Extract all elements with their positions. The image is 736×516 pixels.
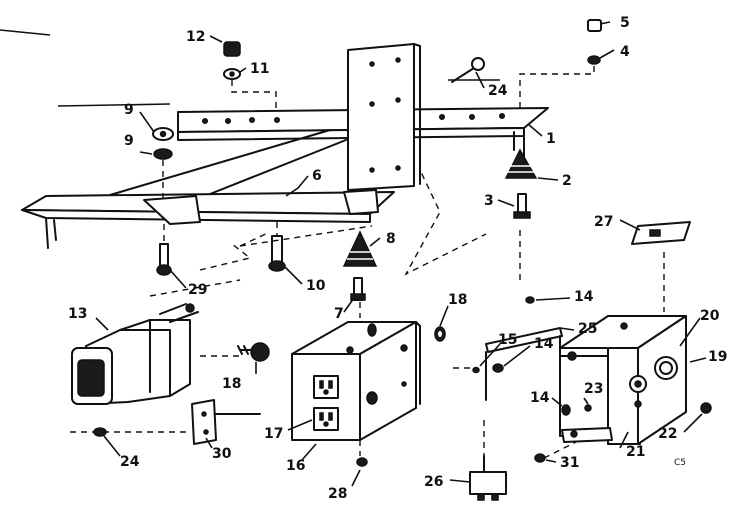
callout-25: 25: [578, 321, 597, 337]
callout-2: 2: [562, 173, 572, 189]
corner-mark: C5: [674, 458, 686, 468]
frame-rail-part-6: [21, 129, 395, 249]
callout-21: 21: [626, 444, 645, 460]
screw-part-7: [350, 277, 366, 301]
rubber-foot-part-8: [342, 230, 378, 267]
screw-part-31: [534, 453, 546, 463]
transformer-part-13: [71, 303, 199, 405]
callout-15: 15: [498, 332, 517, 348]
receptacle-part-17-upper: [313, 375, 339, 399]
callout-16: 16: [286, 458, 305, 474]
washer-part-9-upper: [152, 127, 174, 141]
grommet-part-18-right: [434, 326, 446, 342]
vertical-bracket-plate: [347, 43, 421, 191]
callout-27: 27: [594, 214, 613, 230]
callout-12: 12: [186, 29, 205, 45]
connector-part-18-left: [237, 342, 270, 362]
washer-part-4: [587, 55, 601, 65]
screw-part-22: [700, 402, 712, 414]
callout-19: 19: [708, 349, 727, 365]
nut-part-14-middle: [492, 363, 504, 373]
screw-part-29: [156, 243, 172, 276]
washer-part-9-lower: [153, 148, 173, 160]
mounting-strip: [485, 327, 563, 401]
nut-part-14-top: [525, 296, 535, 304]
label-plate-part-27: [631, 221, 691, 245]
screw-part-24-lower: [93, 427, 107, 437]
nut-part-5: [587, 19, 602, 32]
callout-24-lower: 24: [120, 454, 140, 470]
callout-13: 13: [68, 306, 87, 322]
channel-bottom-flange: [561, 427, 613, 443]
callout-14-top: 14: [574, 289, 594, 305]
callout-18-left: 18: [222, 376, 241, 392]
receptacle-part-17-lower: [313, 407, 339, 431]
screw-part-24-top: [451, 57, 485, 83]
callout-9-lower: 9: [124, 133, 134, 149]
callout-3: 3: [484, 193, 494, 209]
callout-5: 5: [620, 15, 630, 31]
callout-20: 20: [700, 308, 720, 324]
washer-part-11: [223, 68, 241, 80]
leader-lines: [95, 21, 707, 487]
plate-part-30: [191, 399, 261, 445]
callout-8: 8: [386, 231, 396, 247]
callout-9-upper: 9: [124, 102, 134, 118]
screw-part-10: [268, 235, 286, 272]
callout-6: 6: [312, 168, 322, 184]
control-port-part-21: [629, 375, 647, 408]
callout-14-lower: 14: [530, 390, 550, 406]
callout-1: 1: [546, 131, 556, 147]
nut-part-12: [223, 41, 241, 57]
callout-11: 11: [250, 61, 269, 77]
callout-31: 31: [560, 455, 579, 471]
rubber-foot-part-2: [504, 148, 538, 179]
callout-30: 30: [212, 446, 232, 462]
callout-4: 4: [620, 44, 630, 60]
nut-part-14-lower: [561, 404, 571, 416]
callout-18-right: 18: [448, 292, 467, 308]
callout-10: 10: [306, 278, 326, 294]
callout-14-middle: 14: [534, 336, 554, 352]
callout-29: 29: [188, 282, 207, 298]
callout-7: 7: [334, 306, 344, 322]
callout-28: 28: [328, 486, 347, 502]
washer-part-15: [472, 366, 480, 374]
screw-part-28: [356, 457, 368, 467]
assembly-guide-lines: [70, 152, 665, 459]
callout-22: 22: [658, 426, 677, 442]
switch-part-26: [469, 455, 507, 501]
callout-26: 26: [424, 474, 443, 490]
control-port-part-20: [654, 356, 678, 380]
assembly-line-4: [519, 66, 595, 108]
outlet-box-part-16: [291, 321, 421, 441]
assembly-line-11: [231, 80, 277, 112]
screw-part-3: [513, 193, 531, 219]
control-channel-part-19: [559, 315, 687, 445]
callout-numbers: 12 11 9 9 5 4 24 1 2 3 6 8 29 10 7 13 18…: [68, 15, 727, 502]
callout-24-top: 24: [488, 83, 508, 99]
callout-23: 23: [584, 381, 603, 397]
washer-part-23: [584, 404, 592, 412]
callout-17: 17: [264, 426, 283, 442]
